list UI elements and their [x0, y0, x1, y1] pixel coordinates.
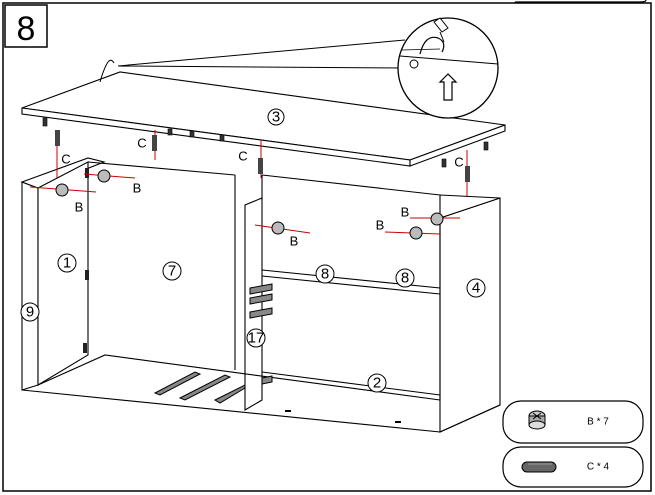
detail-leader-bottom: [117, 65, 409, 69]
dowel-c-markers: [55, 130, 470, 196]
step-number: 8: [17, 10, 36, 48]
legend-dowel: C * 4: [502, 446, 644, 488]
legend-cam-lock-label: B * 7: [587, 417, 609, 428]
part-labels: [20, 253, 486, 393]
fitting-b-label-5: B: [376, 218, 385, 233]
cam-lock-icon: [528, 410, 546, 430]
part-8a-label: 8: [321, 266, 329, 283]
detail-magnifier: [397, 17, 499, 119]
fitting-b-label-2: B: [133, 181, 142, 196]
fitting-b-label-4: B: [401, 205, 410, 220]
wire-lead: [99, 59, 115, 83]
detail-leader-top: [117, 39, 406, 67]
part-3-circle: [267, 108, 285, 126]
fitting-c-label-1: C: [61, 152, 70, 167]
legend-dowel-label: C * 4: [587, 462, 610, 473]
fitting-b-label-1: B: [75, 200, 84, 215]
part-8b-label: 8: [401, 270, 409, 287]
part-17-label: 17: [248, 330, 265, 347]
fitting-c-label-3: C: [238, 149, 247, 164]
cabinet-carcass: [20, 157, 501, 433]
part-4-label: 4: [472, 280, 480, 297]
fitting-c-label-2: C: [137, 136, 146, 151]
up-arrow-icon: [438, 73, 458, 101]
part-1-label: 1: [63, 255, 71, 272]
part-7-label: 7: [168, 263, 176, 280]
fitting-c-label-4: C: [454, 155, 463, 170]
cam-lock-markers: [29, 169, 460, 240]
top-panel: [21, 71, 506, 167]
fitting-b-label-3: B: [290, 234, 299, 249]
wood-dowel-icon: [521, 461, 557, 473]
part-3-label: 3: [272, 109, 280, 126]
drawer-runners: [153, 283, 273, 404]
top-tab: [514, 0, 647, 3]
door-hinges: [83, 168, 89, 353]
step-number-box: 8: [4, 4, 48, 48]
legend-cam-lock: B * 7: [502, 400, 644, 444]
floor-marks: [285, 410, 401, 423]
top-panel-pegs: [42, 117, 489, 168]
part-9-label: 9: [26, 304, 34, 321]
part-2-label: 2: [373, 375, 381, 392]
